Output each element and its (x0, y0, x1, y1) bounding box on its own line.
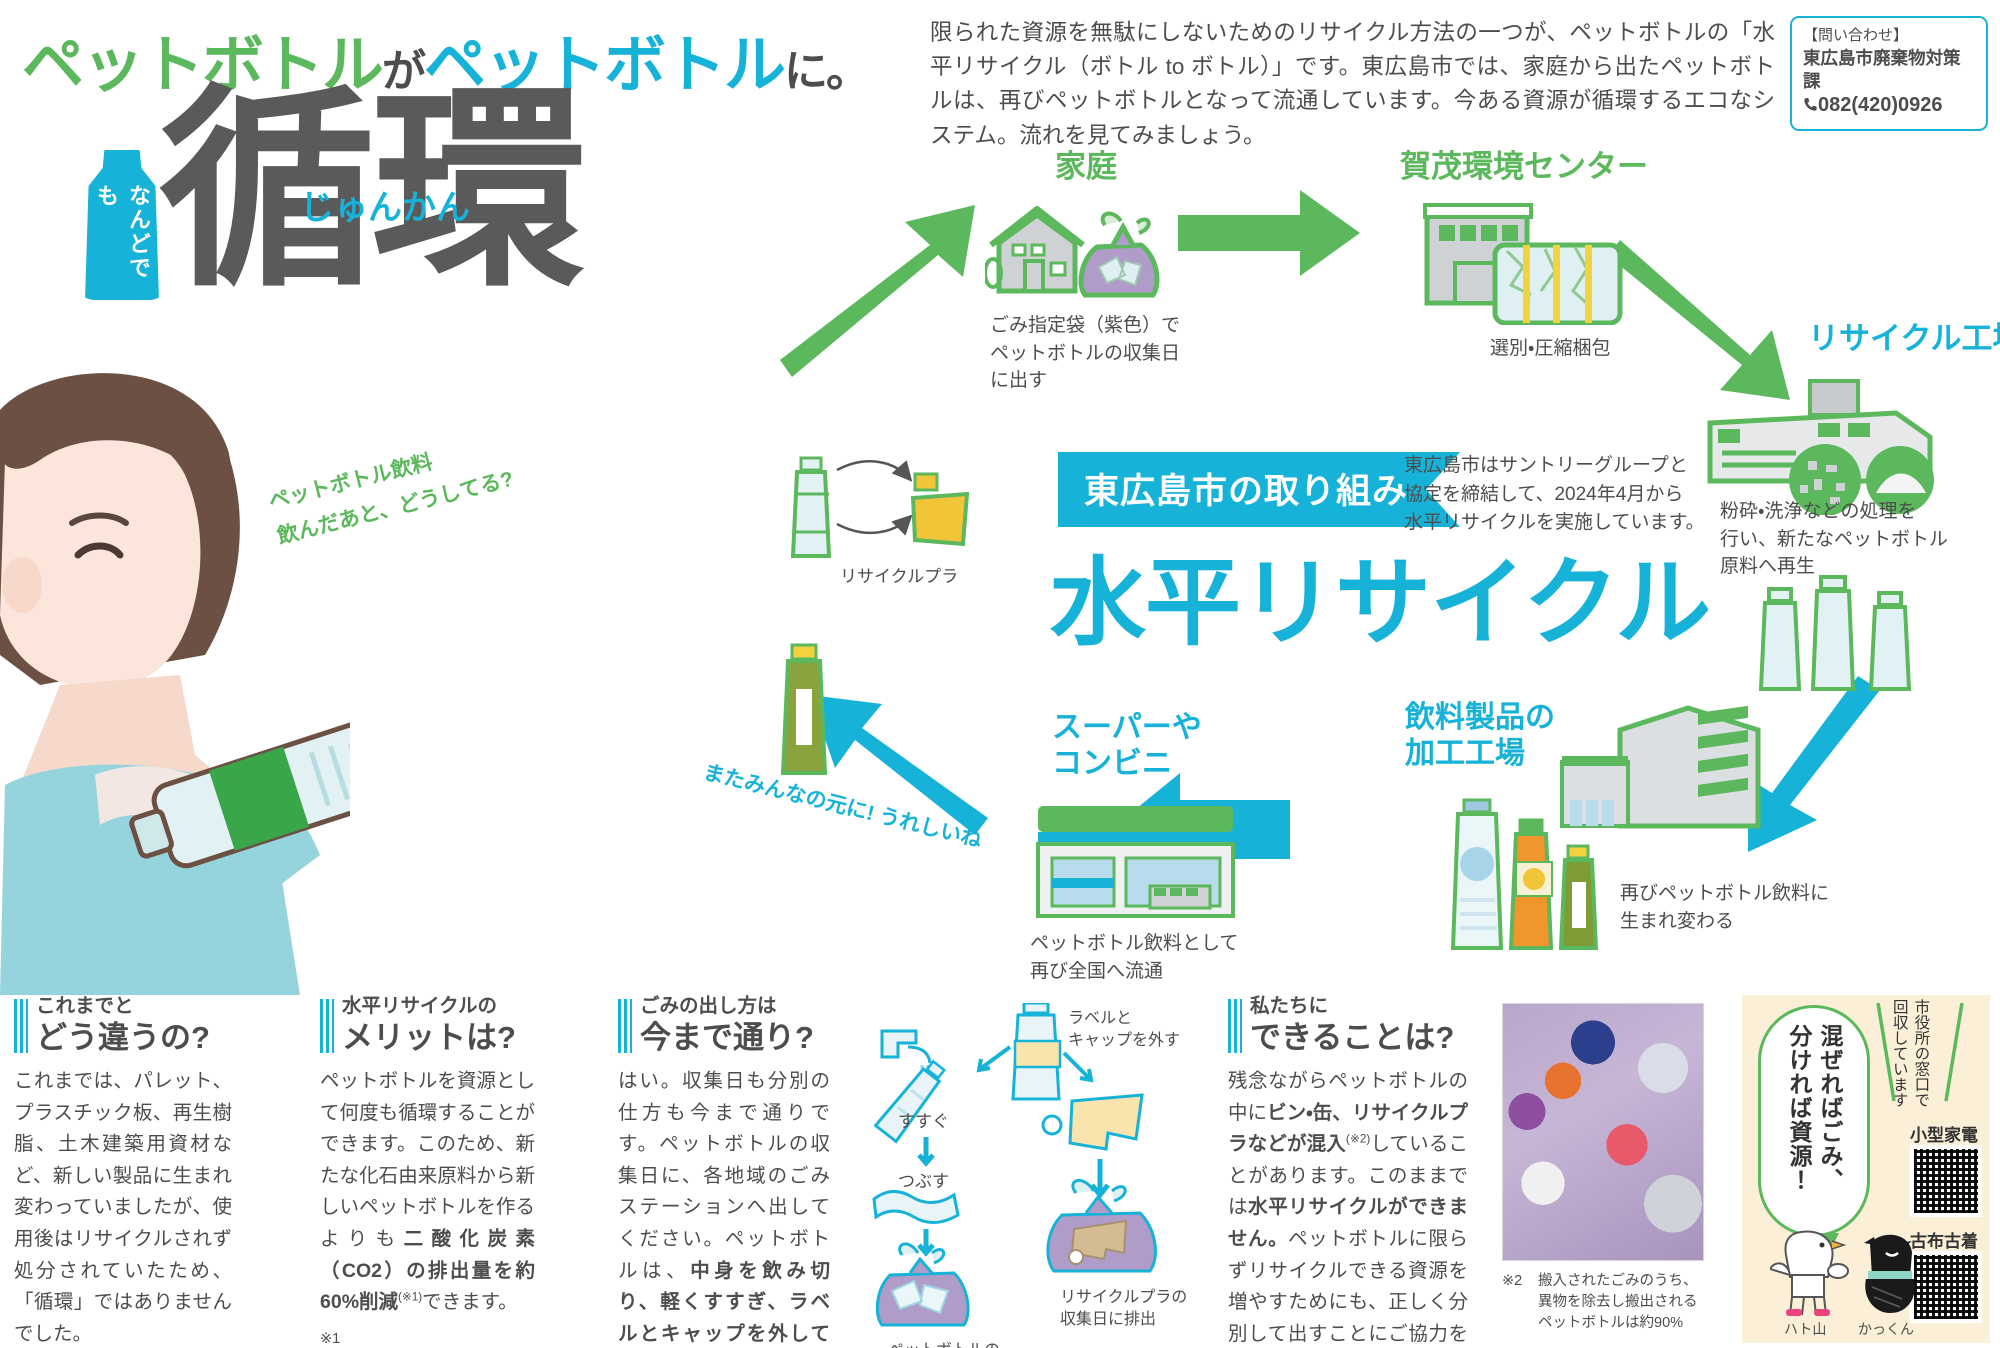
photo-footnote-text: 搬入されたごみのうち、異物を除去し搬出されるペットボトルは約90% (1538, 1273, 1698, 1332)
label-bag-pla: リサイクルプラの 収集日に排出 (1060, 1289, 1188, 1328)
disposal-diagram-icon: すすぐ つぶす ラベルと キャップを外す (872, 1003, 1180, 1327)
title-part1: ペットボトル (22, 31, 384, 100)
contamination-photo (1502, 1003, 1704, 1261)
panel-accent-bars (1228, 999, 1242, 1053)
returned-bottle-icon (780, 643, 828, 775)
contact-department: 東広島市廃棄物対策課 (1803, 48, 1961, 91)
node-title-recycle-plant: リサイクル工場 (1808, 321, 2000, 356)
node-title-home: 家庭 (1055, 149, 1117, 184)
qr-label-kofu-kogi: 古布古着 (1910, 1232, 1978, 1251)
kanji-headline: 循環 (160, 63, 586, 316)
contact-label: 【問い合わせ】 (1803, 27, 1909, 44)
panel-merit: 水平リサイクルの メリットは? ペットボトルを資源として何度も循環することができ… (320, 995, 535, 1348)
factory-icon (1423, 203, 1623, 325)
panel-whatwecando: 私たちに できることは? 残念ながらペットボトルの中にビン・缶、リサイクルプラな… (1228, 995, 1468, 1348)
title-particle-ni: に。 (784, 47, 870, 96)
panel-disposal: ごみの出し方は 今まで通り? はい。収集日も分別の仕方も今まで通りです。ペットボ… (618, 995, 830, 1348)
arrow-home-icon (780, 205, 975, 377)
bottle-badge-label: なんどでも (94, 184, 151, 280)
initiative-headline: 水平リサイクル (1050, 550, 1711, 657)
bottom-panels: これまでと どう違うの? これまでは、パレット、プラスチック板、再生樹脂、土木建… (0, 995, 2000, 1348)
recycle-pla-icon (790, 456, 970, 558)
panel-body: ペットボトルを資源として何度も循環することができます。このため、新たな化石由来原… (320, 1070, 535, 1314)
node-title-kamo: 賀茂環境センター (1400, 149, 1648, 184)
phone-icon (1804, 98, 1817, 111)
page-title: ペットボトルがペットボトルに。 (22, 14, 870, 104)
person-drinking-illustration (0, 373, 350, 995)
product-bottles-icon (1450, 798, 1599, 950)
title-particle-ga: が (382, 47, 426, 96)
label-bag-pet: ペットボトルの 収集日に排出 (888, 1340, 1000, 1348)
panel-body: これまでは、パレット、プラスチック板、再生樹脂、土木建築用資材など、新しい製品に… (14, 1070, 232, 1345)
panel-accent-bars (320, 999, 334, 1053)
mascot-hatoyama-icon (1770, 1230, 1849, 1316)
panel-body: 残念ながらペットボトルの中にビン・缶、リサイクルプラなどが混入(※2)しているこ… (1228, 1070, 1468, 1345)
collect-note: 市役所の窓口で 回収しています (1890, 999, 1930, 1108)
node-caption-home: ごみ指定袋（紫色）で ペットボトルの収集日 に出す (990, 315, 1181, 392)
mascot-box: 混ぜればごみ、 分ければ資源！ 市役所の窓口で 回収しています 小型家電 古布古… (1742, 995, 1990, 1343)
node-caption-kamo: 選別・圧縮梱包 (1490, 338, 1611, 359)
svg-text:キャップを外す: キャップを外す (1068, 1031, 1180, 1049)
panel-title: メリットは? (342, 1020, 516, 1056)
panel-difference: これまでと どう違うの? これまでは、パレット、プラスチック板、再生樹脂、土木建… (14, 995, 232, 1348)
bottle-badge-icon: なんどでも (85, 150, 159, 300)
panel-subtitle: 私たちに (1250, 995, 1329, 1017)
panel-accent-bars (618, 999, 632, 1053)
store-icon (1036, 806, 1235, 918)
qr-code-kofu-kogi[interactable] (1910, 1251, 1982, 1323)
node-caption-recycle-plant: 粉砕・洗浄などの処理を 行い、新たなペットボトル 原料へ再生 (1720, 501, 1949, 578)
panel-body: はい。収集日も分別の仕方も今まで通りです。ペットボトルの収集日に、各地域のごみス… (618, 1070, 830, 1345)
mascot-kakkun-icon (1864, 1234, 1915, 1313)
qr-code-kogata-kaden[interactable] (1910, 1145, 1982, 1217)
arrow-kamo-icon (1178, 190, 1360, 276)
label-rinse: すすぐ (898, 1112, 949, 1131)
photo-footnote-number: ※2 (1502, 1273, 1523, 1289)
speech-bubble: 混ぜればごみ、 分ければ資源！ (1758, 1005, 1870, 1253)
panel-title: どう違うの? (36, 1020, 210, 1056)
mascot-name-hatoyama: ハト山 (1784, 1321, 1827, 1337)
house-icon (985, 206, 1160, 298)
photo-caption: ※2 搬入されたごみのうち、異物を除去し搬出されるペットボトルは約90% (1502, 1271, 1707, 1334)
initiative-note: 東広島市はサントリーグループと 協定を締結して、2024年4月から 水平リサイク… (1404, 455, 1705, 533)
building-icon (1560, 705, 1761, 829)
speech-bubble-text: 混ぜればごみ、 分ければ資源！ (1786, 1024, 1844, 1192)
lead-paragraph: 限られた資源を無駄にしないためのリサイクル方法の一つが、ペットボトルの「水平リサ… (930, 20, 1775, 148)
footnote-number: ※1 (320, 1330, 341, 1347)
node-caption-store: ペットボトル飲料として 再び全国へ流通 (1030, 933, 1239, 982)
node-caption-drink-factory: 再びペットボトル飲料に 生まれ変わる (1620, 883, 1830, 932)
panel-subtitle: これまでと (36, 995, 134, 1017)
furigana-junkan: じゅんかん (300, 189, 470, 227)
contact-phone-number: 082(420)0926 (1818, 93, 1943, 116)
mascot-name-kakkun: かっくん (1858, 1321, 1914, 1337)
contact-phone: 082(420)0926 (1803, 93, 1977, 119)
node-title-store: スーパーや コンビニ (1052, 711, 1202, 780)
panel-accent-bars (14, 999, 28, 1053)
panel-title: できることは? (1250, 1020, 1455, 1056)
contact-box: 【問い合わせ】 東広島市廃棄物対策課 082(420)0926 (1790, 16, 1988, 131)
node-title-drink-factory: 飲料製品の 加工工場 (1405, 701, 1555, 770)
new-bottles-icon (1758, 575, 1912, 691)
kanji-junkan: 循環 (160, 63, 586, 316)
panel-subtitle: ごみの出し方は (640, 995, 777, 1017)
qr-label-kogata-kaden: 小型家電 (1910, 1126, 1978, 1145)
panel-title: 今まで通り? (640, 1020, 814, 1056)
panel-footnote: ※1使用済みペットボトルからプリフォーム製造までの工程において、新たに化石由来原… (320, 1329, 535, 1348)
svg-text:ラベルと: ラベルと (1068, 1010, 1132, 1027)
panel-subtitle: 水平リサイクルの (342, 995, 498, 1017)
label-crush: つぶす (898, 1172, 949, 1191)
recycle-pla-label: リサイクルプラ (840, 567, 959, 586)
machine-icon (1707, 379, 1934, 515)
note-lines-icon (1876, 1002, 1964, 1102)
title-part2: ペットボトル (424, 31, 786, 100)
initiative-tag: 東広島市の取り組み (1058, 452, 1460, 527)
